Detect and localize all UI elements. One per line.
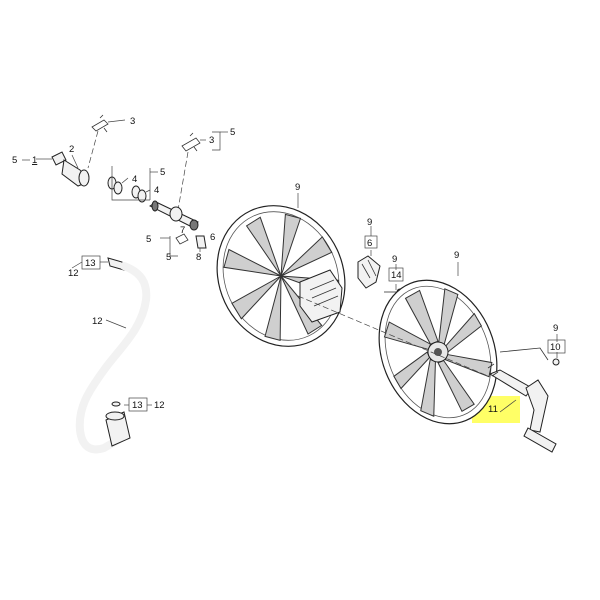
o-ring-part-4b bbox=[131, 185, 151, 203]
label-5-lower: 5 bbox=[166, 252, 171, 263]
label-9-back-disc: 9 bbox=[295, 182, 300, 193]
label-4-lower: 4 bbox=[154, 185, 159, 196]
label-12-bottom: 12 bbox=[154, 400, 165, 411]
reel-hub bbox=[299, 269, 343, 323]
clip-part-3-right bbox=[177, 132, 206, 211]
label-4-upper: 4 bbox=[132, 174, 137, 185]
label-13-bottom: 13 bbox=[132, 400, 143, 411]
label-3-right: 3 bbox=[209, 135, 214, 146]
label-10: 10 bbox=[550, 342, 561, 353]
o-ring-part-4a bbox=[107, 176, 129, 195]
screw-part-10 bbox=[552, 334, 560, 366]
swivel-shaft-part-6 bbox=[149, 200, 199, 231]
label-12-hose: 12 bbox=[92, 316, 103, 327]
reel-disc-back bbox=[216, 205, 346, 347]
fitting-part-1 bbox=[36, 151, 67, 166]
label-9-screw: 9 bbox=[553, 323, 558, 334]
label-5-top-right: 5 bbox=[230, 127, 235, 138]
label-9-bolt: 9 bbox=[392, 254, 397, 265]
label-6-left: 6 bbox=[210, 232, 215, 243]
label-3-top: 3 bbox=[130, 116, 135, 127]
label-5-middle: 5 bbox=[160, 167, 165, 178]
reel-disc-front bbox=[378, 279, 498, 425]
label-1: 1 bbox=[32, 155, 37, 166]
label-13-left: 13 bbox=[85, 258, 96, 269]
label-8: 8 bbox=[196, 252, 201, 263]
label-5-left: 5 bbox=[12, 155, 17, 166]
screw-part-8 bbox=[195, 235, 207, 252]
clip-part-3-top bbox=[87, 114, 126, 169]
label-5-mid-left: 5 bbox=[146, 234, 151, 245]
label-14: 14 bbox=[391, 270, 402, 281]
label-2: 2 bbox=[69, 144, 74, 155]
clip-part-7 bbox=[175, 233, 189, 245]
label-6-clamp: 6 bbox=[367, 238, 372, 249]
coupling-part-2 bbox=[61, 154, 90, 187]
label-12-left: 12 bbox=[68, 268, 79, 279]
label-9-clamp: 9 bbox=[367, 217, 372, 228]
hose-part-12 bbox=[75, 257, 151, 454]
label-7: 7 bbox=[180, 225, 185, 236]
crank-handle-part-11 bbox=[487, 347, 557, 453]
clamp-part-6 bbox=[357, 226, 381, 289]
label-9-front-disc: 9 bbox=[454, 250, 459, 261]
label-11: 11 bbox=[488, 404, 498, 415]
